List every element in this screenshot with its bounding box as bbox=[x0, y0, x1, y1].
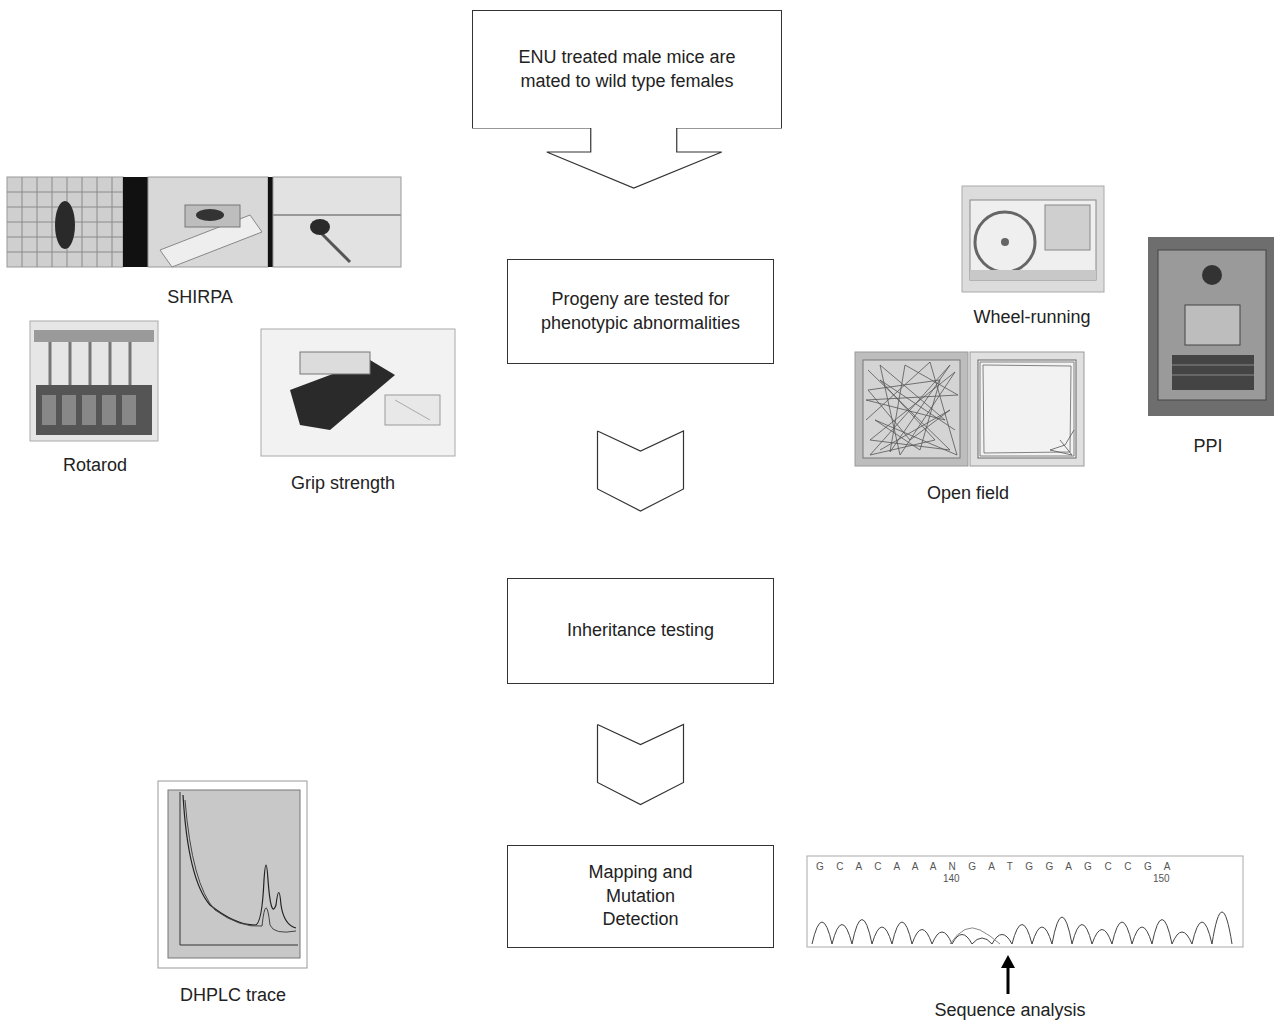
figure-caption: PPI bbox=[1193, 436, 1222, 457]
process-box: ENU treated male mice are mated to wild … bbox=[472, 10, 782, 128]
sequence-annotation: 150 bbox=[1153, 873, 1170, 884]
block-arrow bbox=[598, 431, 684, 511]
process-box: Mapping and Mutation Detection bbox=[507, 845, 774, 948]
rotarod-photo bbox=[30, 321, 158, 441]
shirpa-photos bbox=[7, 177, 401, 267]
figure-caption: Open field bbox=[927, 483, 1009, 504]
dhplc-trace bbox=[158, 781, 307, 968]
process-box: Inheritance testing bbox=[507, 578, 774, 684]
figure-caption: SHIRPA bbox=[167, 287, 233, 308]
process-box: Progeny are tested for phenotypic abnorm… bbox=[507, 259, 774, 364]
sequence-annotation: 140 bbox=[943, 873, 960, 884]
figure-caption: DHPLC trace bbox=[180, 985, 286, 1006]
grip-strength-photo bbox=[261, 329, 455, 456]
block-arrow bbox=[472, 128, 782, 188]
figure-caption: Wheel-running bbox=[973, 307, 1090, 328]
wheel-running-photo bbox=[962, 186, 1104, 292]
block-arrow bbox=[598, 725, 684, 805]
open-field-tracks bbox=[855, 352, 1084, 466]
figure-caption: Grip strength bbox=[291, 473, 395, 494]
box-text: Inheritance testing bbox=[567, 619, 714, 642]
sequence-chromatogram bbox=[807, 856, 1243, 994]
figure-caption: Rotarod bbox=[63, 455, 127, 476]
sequence-annotation: G C A C A A A N G A T G G A G C C G A bbox=[816, 861, 1175, 872]
ppi-chamber-photo bbox=[1148, 237, 1274, 416]
box-text: Progeny are tested for phenotypic abnorm… bbox=[536, 288, 746, 335]
figure-caption: Sequence analysis bbox=[934, 1000, 1085, 1021]
box-text: Mapping and Mutation Detection bbox=[581, 861, 701, 931]
box-text: ENU treated male mice are mated to wild … bbox=[497, 46, 757, 93]
